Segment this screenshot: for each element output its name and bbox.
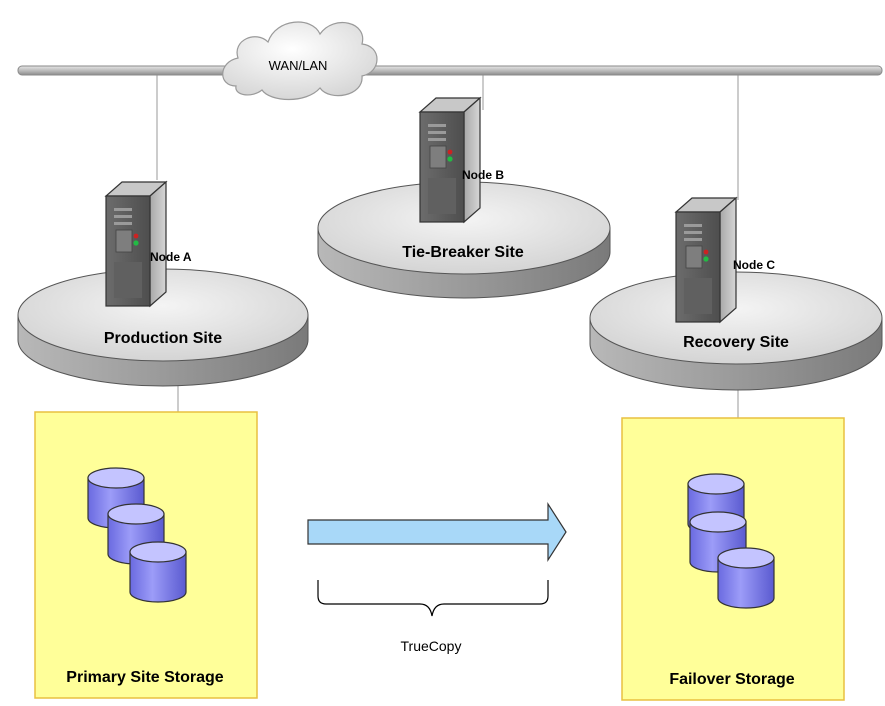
arrow-right-icon [307, 501, 567, 563]
storage-label: Primary Site Storage [66, 669, 224, 686]
replication-label: TrueCopy [401, 638, 462, 654]
network-label: WAN/LAN [269, 58, 328, 73]
cloud-icon [222, 21, 378, 100]
tiebreaker-platform [317, 181, 611, 299]
site-label: Recovery Site [683, 334, 789, 351]
production-platform [17, 268, 309, 387]
network-bus [17, 65, 883, 76]
recovery-platform [589, 271, 883, 391]
storage-label: Failover Storage [669, 671, 794, 688]
server-icon-node-b [419, 97, 481, 223]
node-label: Node A [150, 250, 192, 264]
node-label: Node B [462, 168, 504, 182]
server-icon-node-a [105, 181, 167, 307]
node-label: Node C [733, 258, 775, 272]
brace [317, 580, 549, 617]
site-label: Tie-Breaker Site [402, 244, 524, 261]
site-label: Production Site [104, 330, 222, 347]
server-icon-node-c [675, 197, 737, 323]
